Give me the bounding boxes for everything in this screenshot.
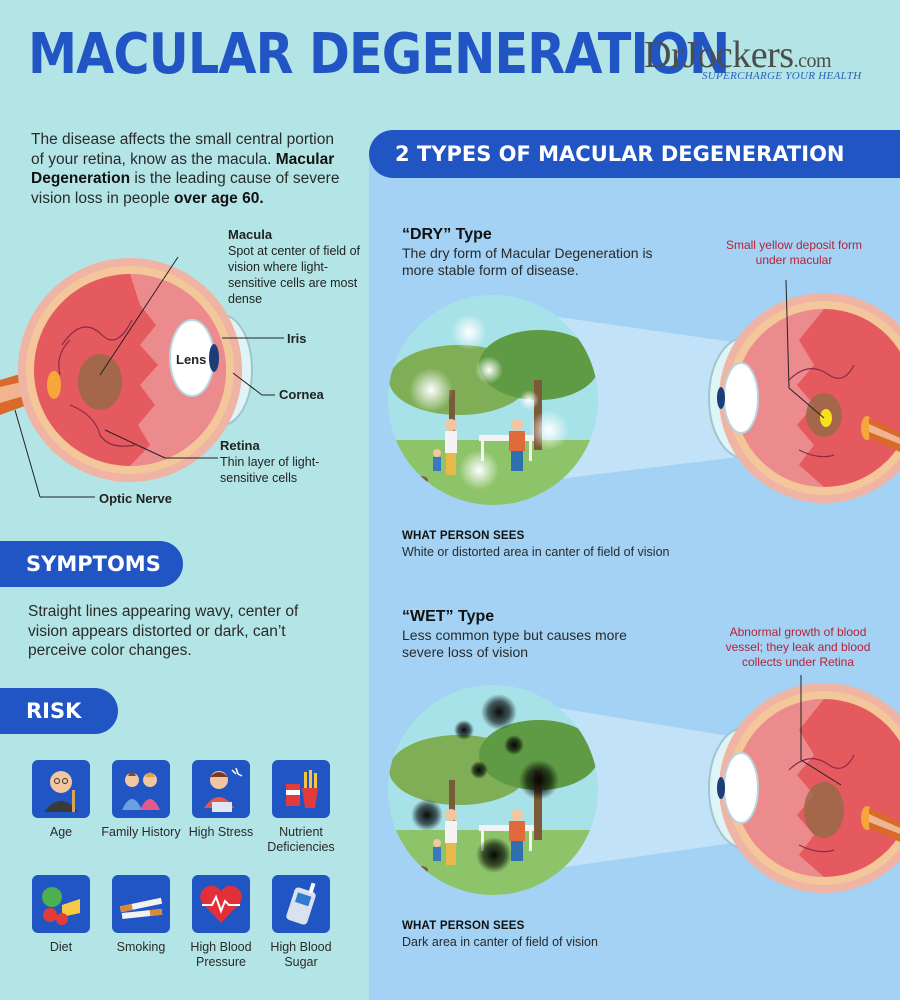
- stress-icon: [204, 767, 243, 812]
- risk-item-nutrient-deficiencies: Nutrient Deficiencies: [261, 760, 341, 855]
- wet-sees-desc: Dark area in canter of field of vision: [402, 935, 598, 949]
- eye-anatomy-illustration: [0, 256, 284, 498]
- blood-sugar-icon: [286, 882, 316, 925]
- symptoms-heading: SYMPTOMS: [0, 541, 183, 587]
- risk-item-high-stress: High Stress: [181, 760, 261, 840]
- risk-item-family-history: Family History: [101, 760, 181, 840]
- wet-type-title: “WET” Type: [402, 608, 495, 625]
- wet-sees-heading: WHAT PERSON SEES: [402, 920, 525, 932]
- age-icon: [44, 771, 78, 812]
- retina-label: Retina Thin layer of light-sensitive cel…: [220, 438, 320, 485]
- types-heading: 2 TYPES OF MACULAR DEGENERATION: [369, 130, 900, 178]
- risk-item-high-blood-pressure: High Blood Pressure: [181, 875, 261, 970]
- symptoms-text: Straight lines appearing wavy, center of…: [28, 603, 299, 659]
- wet-vision-illustration: [388, 675, 900, 895]
- logo-tagline: SUPERCHARGE YOUR HEALTH: [702, 70, 862, 82]
- risk-heading: RISK: [0, 688, 118, 734]
- dry-vision-illustration: [388, 279, 900, 505]
- iris-label: Iris: [287, 331, 307, 346]
- eye-anatomy-diagram: Macula Spot at center of field of vision…: [0, 225, 370, 515]
- brand-logo[interactable]: DrJockers.com SUPERCHARGE YOUR HEALTH: [644, 36, 874, 82]
- smoking-icon: [119, 897, 163, 919]
- dry-type-title: “DRY” Type: [402, 226, 492, 243]
- cornea-label: Cornea: [279, 387, 324, 402]
- nutrient-icon: [286, 770, 318, 808]
- diet-icon: [42, 887, 80, 925]
- intro-text: The disease affects the small central po…: [31, 131, 340, 207]
- logo-name: DrJockers: [644, 34, 794, 76]
- wet-note: Abnormal growth of blood vessel; they le…: [725, 625, 871, 669]
- page-title: MACULAR DEGENERATION: [28, 22, 730, 87]
- family-history-icon: [122, 772, 160, 810]
- dry-note: Small yellow deposit form under macular: [725, 238, 863, 267]
- risk-item-age: Age: [21, 760, 101, 840]
- optic-nerve-label: Optic Nerve: [99, 491, 172, 506]
- wet-type-desc: Less common type but causes more severe …: [402, 627, 627, 660]
- macula-label: Macula Spot at center of field of vision…: [228, 227, 361, 306]
- dry-sees-desc: White or distorted area in canter of fie…: [402, 545, 670, 559]
- risk-item-smoking: Smoking: [101, 875, 181, 955]
- logo-domain: .com: [793, 50, 832, 72]
- risk-item-diet: Diet: [21, 875, 101, 955]
- dry-sees-heading: WHAT PERSON SEES: [402, 530, 525, 542]
- lens-label: Lens: [176, 352, 207, 367]
- dry-type-desc: The dry form of Macular Degeneration is …: [402, 245, 653, 278]
- blood-pressure-icon: [200, 885, 242, 923]
- risk-item-high-blood-sugar: High Blood Sugar: [261, 875, 341, 970]
